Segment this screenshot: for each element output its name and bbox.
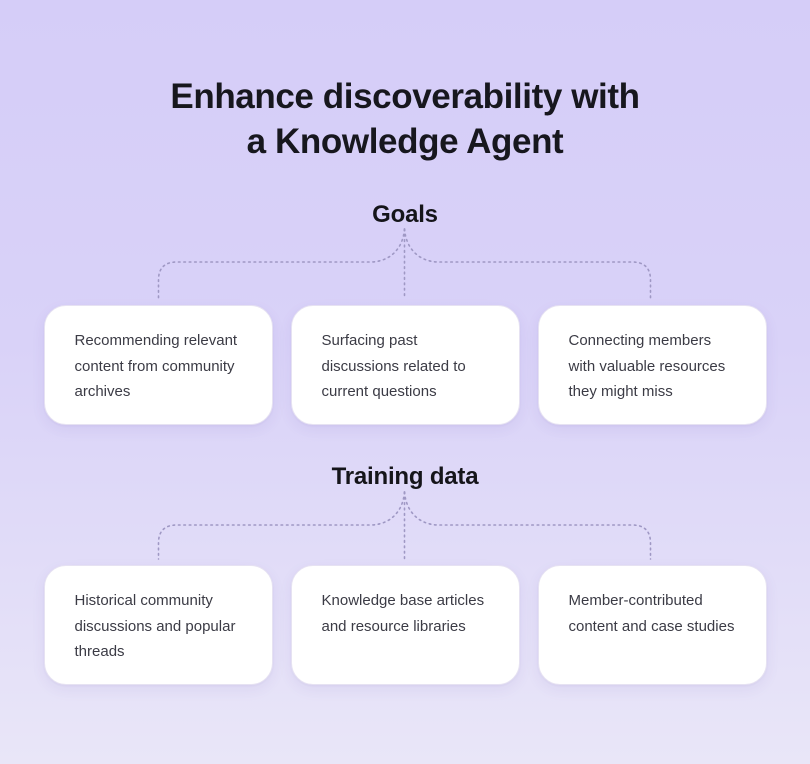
training-data-card-1-text: Historical community discussions and pop… — [74, 592, 236, 660]
training-data-connector — [157, 491, 652, 561]
training-data-card-3-text: Member-contributed content and case stud… — [568, 592, 735, 635]
page-title-line-1: Enhance discoverability with — [170, 77, 640, 116]
training-data-card-row: Historical community discussions and pop… — [0, 565, 810, 685]
training-data-card-2-text: Knowledge base articles and resource lib… — [321, 592, 485, 635]
page-title: Enhance discoverability with a Knowledge… — [0, 74, 810, 164]
training-data-card-3: Member-contributed content and case stud… — [537, 565, 767, 685]
goal-card-2: Surfacing past discussions related to cu… — [290, 305, 520, 425]
page-title-line-2: a Knowledge Agent — [246, 122, 564, 161]
goal-card-2-text: Surfacing past discussions related to cu… — [321, 332, 466, 400]
training-data-card-2: Knowledge base articles and resource lib… — [290, 565, 520, 685]
goals-card-row: Recommending relevant content from commu… — [0, 305, 810, 425]
goal-card-1-text: Recommending relevant content from commu… — [74, 332, 238, 400]
goals-connector — [157, 228, 652, 300]
goal-card-3-text: Connecting members with valuable resourc… — [568, 332, 726, 400]
section-heading-goals: Goals — [372, 201, 438, 228]
goal-card-1: Recommending relevant content from commu… — [43, 305, 273, 425]
section-heading-training-data: Training data — [331, 463, 479, 490]
goal-card-3: Connecting members with valuable resourc… — [537, 305, 767, 425]
training-data-card-1: Historical community discussions and pop… — [43, 565, 273, 685]
